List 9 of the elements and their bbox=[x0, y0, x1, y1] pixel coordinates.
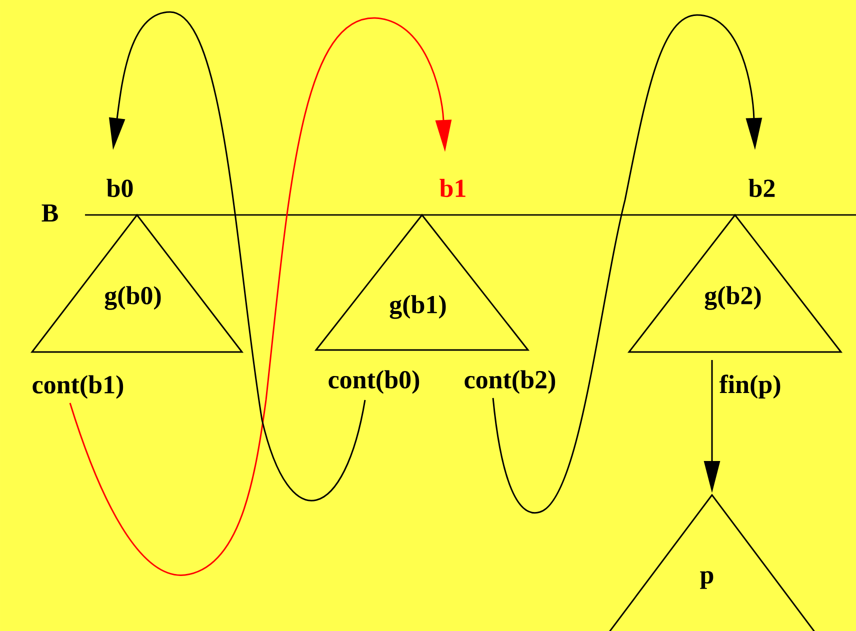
arrow bbox=[69, 17, 452, 576]
node-label: b2 bbox=[748, 178, 775, 198]
edge-label: fin(p) bbox=[718, 374, 782, 400]
term-label: cont(b0) bbox=[328, 370, 420, 394]
term-label: cont(b1) bbox=[32, 375, 124, 399]
node-label: b0 bbox=[106, 178, 133, 198]
term-label: cont(b2) bbox=[464, 370, 556, 394]
node-label: b1 bbox=[440, 178, 466, 198]
arrow bbox=[492, 14, 762, 514]
